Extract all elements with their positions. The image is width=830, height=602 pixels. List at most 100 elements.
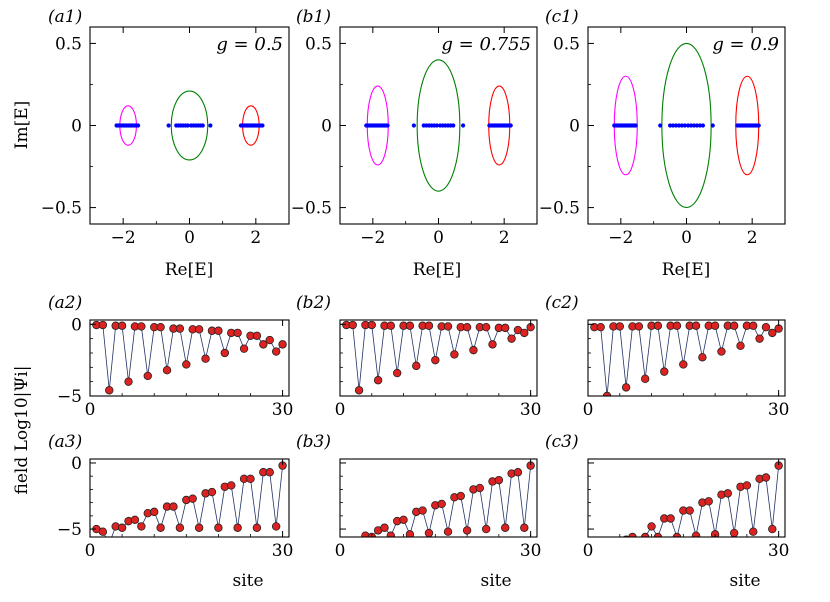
point-b2-19 [462, 322, 472, 332]
point-b3-10 [405, 530, 415, 537]
point-c3-9 [647, 522, 656, 531]
panel-label-b3: (b3) [296, 432, 331, 452]
point-c3-18 [704, 497, 713, 506]
annotation-b1: g = 0.755 [441, 34, 531, 55]
xtick-label-b2-30: 30 [520, 400, 542, 420]
point-b1-13 [385, 123, 390, 128]
xtick-label-c3-0: 0 [583, 541, 594, 561]
point-a2-8 [143, 371, 152, 381]
point-b3-21 [475, 483, 485, 493]
point-a2-14 [182, 360, 191, 369]
series-line-c2 [594, 325, 779, 396]
point-b2-28 [520, 328, 529, 338]
xtick-label-b1-2: 2 [499, 228, 510, 248]
point-b2-20 [469, 345, 478, 355]
point-c1-14 [658, 123, 663, 128]
point-a3-27 [265, 468, 274, 477]
point-c3-10 [653, 532, 663, 537]
point-c3-7 [635, 542, 643, 550]
point-a1-14 [166, 123, 171, 128]
point-a1-20 [185, 123, 190, 128]
point-a3-25 [252, 523, 262, 532]
point-c3-27 [761, 473, 771, 482]
ytick-label-a1-0.5: 0.5 [55, 34, 82, 54]
point-b1-20 [434, 123, 439, 128]
point-a3-28 [271, 522, 281, 531]
point-c3-4 [616, 544, 624, 552]
panel-label-c3: (c3) [545, 432, 579, 452]
point-c1-41 [756, 123, 761, 128]
point-c1-25 [697, 123, 703, 128]
point-a3-6 [130, 515, 140, 525]
panel-label-b2: (b2) [296, 293, 331, 313]
point-b2-11 [412, 361, 421, 371]
xtick-label-a1-2: 2 [250, 228, 261, 248]
ellipse-b1-1 [416, 59, 461, 192]
annotation-a1: g = 0.5 [216, 34, 283, 55]
point-c2-8 [640, 374, 650, 383]
point-b3-16 [443, 527, 453, 536]
point-a3-12 [169, 502, 178, 511]
point-c2-22 [729, 321, 739, 330]
point-b3-13 [424, 528, 434, 537]
site-label-a3: site [232, 571, 263, 591]
point-b2-7 [386, 321, 396, 330]
point-c3-8 [640, 532, 650, 537]
point-a2-16 [194, 325, 204, 334]
point-a2-27 [265, 335, 274, 345]
ytick-label-b1-0.5: 0.5 [305, 34, 332, 54]
ytick-label-a3--5: −5 [57, 520, 82, 540]
xtick-label-b3-30: 30 [520, 541, 542, 561]
point-c2-7 [634, 322, 644, 331]
point-c3-2 [603, 552, 611, 560]
point-c2-14 [679, 360, 688, 369]
point-c1-15 [667, 123, 673, 128]
point-a1-26 [200, 123, 205, 128]
point-b3-9 [399, 515, 408, 525]
point-b2-14 [431, 355, 440, 365]
point-c2-26 [755, 334, 764, 343]
xtick-label-c1-0: 0 [681, 228, 692, 248]
point-c2-13 [672, 321, 682, 330]
ytick-label-c1-0: 0 [569, 117, 580, 137]
site-label-c3: site [729, 571, 760, 591]
point-c1-23 [691, 123, 697, 128]
plot-area-a1 [114, 90, 265, 161]
point-a1-13 [135, 123, 141, 128]
point-a2-1 [98, 320, 108, 330]
point-c2-2 [602, 391, 612, 396]
panel-label-a1: (a1) [48, 7, 82, 27]
point-b2-16 [443, 322, 453, 331]
point-a3-21 [227, 481, 236, 490]
point-a2-19 [214, 326, 223, 335]
point-b2-4 [367, 320, 376, 330]
point-b3-6 [380, 523, 389, 532]
series-line-a3 [96, 465, 283, 537]
point-c3-25 [749, 527, 758, 536]
xlabel-b1: Re[E] [413, 260, 462, 280]
point-a2-29 [278, 340, 287, 349]
frame-b2 [339, 319, 538, 397]
point-a2-23 [239, 344, 249, 353]
point-b2-23 [488, 340, 497, 349]
point-b3-24 [494, 475, 504, 485]
point-a2-22 [233, 328, 242, 338]
point-a3-1 [98, 527, 108, 536]
ellipse-a1-1 [170, 90, 209, 161]
point-c2-11 [660, 367, 669, 376]
plot-area-b3 [361, 461, 535, 537]
plot-area-c2 [590, 321, 783, 396]
point-c2-5 [621, 383, 631, 392]
ytick-label-b1--0.5: −0.5 [291, 199, 332, 219]
point-c2-16 [691, 321, 701, 330]
frame-a3 [89, 458, 290, 538]
panel-label-a3: (a3) [48, 432, 82, 452]
plot-area-c1 [612, 42, 761, 209]
point-b1-14 [411, 123, 416, 128]
point-a3-10 [156, 523, 165, 532]
point-a2-25 [252, 331, 262, 340]
